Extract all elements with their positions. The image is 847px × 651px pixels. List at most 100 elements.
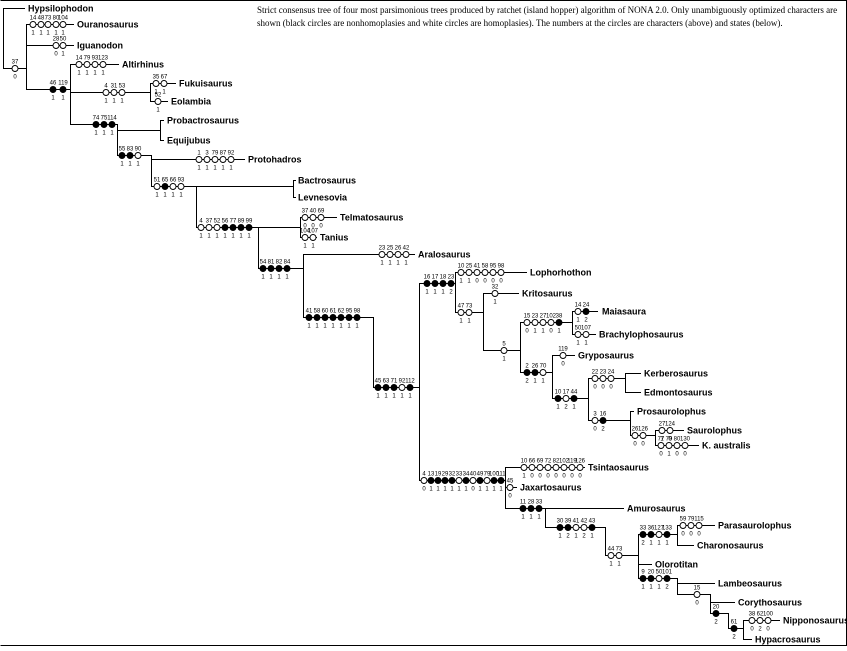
character-number: 16 [600,412,607,418]
character-state: 2 [525,379,529,385]
character-state: 1 [355,324,359,330]
character-number: 5 [502,342,506,348]
character-number: 83 [127,147,134,153]
character-number: 54 [260,260,267,266]
nonhomoplasy-circle [564,524,572,531]
character-number: 79 [688,517,695,523]
homoplasy-circle [197,224,205,231]
character-number: 37 [302,209,309,215]
character-state: 1 [199,234,203,240]
character-number: 9 [641,570,645,576]
character-state: 1 [533,379,537,385]
character-number: 51 [154,178,161,184]
character-state: 1 [590,534,594,540]
taxon-label: Jaxartosaurus [520,483,582,493]
branch-levnesovia: Levnesovia [293,193,348,203]
character-state: 1 [269,275,273,281]
caption-line-2: shown (black circles are nonhomoplasies … [257,18,783,28]
homoplasy-circle [693,591,701,598]
character-number: 89 [238,219,245,225]
character-number: 45 [375,379,382,385]
homoplasy-circle [607,375,615,382]
homoplasy-circle [465,269,473,276]
character-state: 1 [307,324,311,330]
character-number: 4 [199,219,203,225]
homoplasy-circle [455,477,463,484]
character-number: 100 [763,612,774,618]
homoplasy-circle [599,375,607,382]
homoplasy-circle [420,477,428,484]
taxon-label: Saurolophus [687,426,742,436]
character-number: 71 [391,379,398,385]
homoplasy-circle [457,309,465,316]
character-state: 1 [155,193,159,199]
taxon-label: Hypacrosaurus [755,635,821,645]
character-number: 26 [632,427,639,433]
character-number: 30 [557,519,564,525]
character-state: 0 [668,437,672,443]
character-number: 16 [424,275,431,281]
character-state: 0 [697,532,701,538]
homoplasy-circle [572,524,580,531]
character-state: 1 [493,300,497,306]
character-number: 119 [558,347,568,353]
nonhomoplasy-circle [663,531,671,538]
homoplasy-circle [309,234,317,241]
character-number: 44 [571,390,578,396]
character-state: 1 [339,324,343,330]
character-number: 1 [197,151,201,157]
character-number: 25 [387,246,394,252]
homoplasy-circle [44,21,52,28]
character-number: 52 [214,219,221,225]
character-number: 82 [276,260,283,266]
character-state: 0 [471,487,475,493]
character-state: 1 [667,452,671,458]
taxon-label: Gryposaurus [578,351,634,361]
character-number: 3 [205,151,209,157]
homoplasy-circle [489,269,497,276]
character-number: 73 [616,547,623,553]
character-number: 26 [532,364,539,370]
nonhomoplasy-circle [462,477,470,484]
character-number: 56 [222,219,229,225]
character-state: 1 [171,193,175,199]
nonhomoplasy-circle [535,505,543,512]
nonhomoplasy-circle [554,395,562,402]
nonhomoplasy-circle [382,384,390,391]
character-number: 40 [470,472,477,478]
character-state: 1 [315,324,319,330]
character-state: 0 [593,427,597,433]
nonhomoplasy-circle [161,183,169,190]
nonhomoplasy-circle [423,280,431,287]
branch-probactrosaurus: Probactrosaurus [160,116,239,126]
character-number: 15 [524,314,531,320]
character-state: 2 [449,290,453,296]
character-state: 1 [609,562,613,568]
character-state: 0 [491,279,495,285]
character-state: 1 [443,487,447,493]
character-number: 58 [482,264,489,270]
branch-stem-5: 51 [483,342,520,363]
character-number: 115 [694,517,704,523]
character-state: 1 [156,108,160,114]
character-number: 33 [640,526,647,532]
character-number: 33 [456,472,463,478]
character-number: 37 [206,219,213,225]
homoplasy-circle [506,484,514,491]
character-state: 1 [261,275,265,281]
nonhomoplasy-circle [588,524,596,531]
branch-hypsilophodon: Hypsilophodon [3,4,94,14]
taxon-label: Probactrosaurus [167,116,239,126]
homoplasy-circle [213,224,221,231]
character-number: 20 [713,605,720,611]
character-number: 4 [104,84,108,90]
character-number: 50 [656,570,663,576]
character-number: 23 [379,246,386,252]
